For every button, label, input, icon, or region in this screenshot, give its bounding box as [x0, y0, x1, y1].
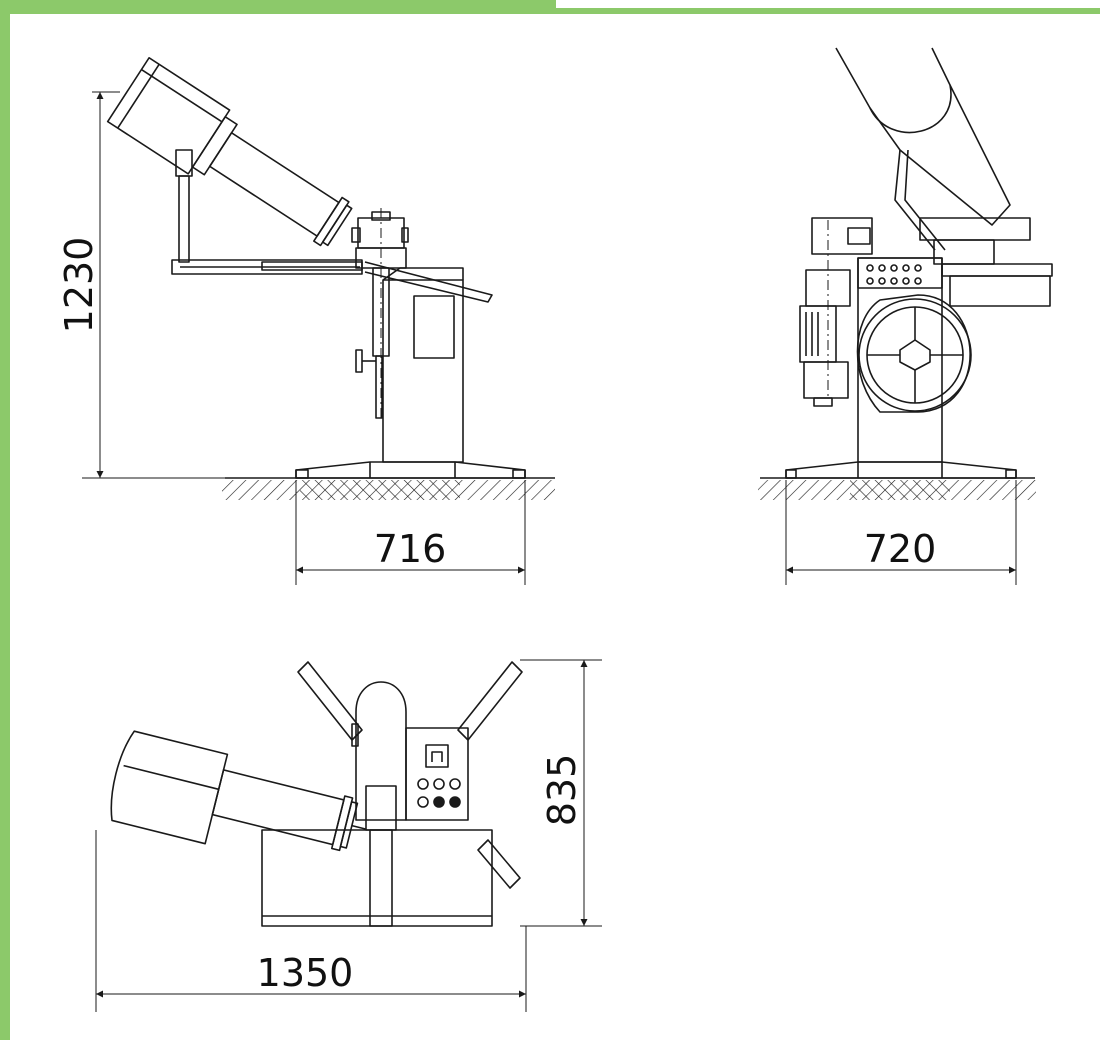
front-view-ground — [758, 477, 1036, 500]
dimension-top-width — [95, 830, 527, 1012]
top-view-legs — [297, 661, 523, 889]
front-view — [758, 47, 1053, 585]
dimension-side-height — [82, 91, 225, 479]
side-view-drum — [106, 57, 353, 247]
side-view — [82, 57, 555, 585]
front-view-base — [785, 461, 1017, 479]
label-716: 716 — [374, 527, 447, 571]
label-1350: 1350 — [257, 951, 354, 995]
top-view-base — [261, 829, 493, 927]
front-view-wheel — [856, 294, 972, 413]
front-view-platform — [919, 217, 1053, 307]
side-view-ground — [222, 477, 555, 500]
front-view-motor — [799, 217, 873, 407]
top-view — [95, 659, 602, 1012]
side-view-support-post — [175, 149, 193, 263]
dimension-top-depth — [520, 659, 602, 927]
dimension-side-width — [295, 480, 526, 585]
side-view-base — [295, 461, 526, 479]
frame-top-tab — [0, 0, 556, 14]
dimension-front-width — [785, 480, 1017, 585]
frame-left-bar — [0, 0, 10, 1040]
label-1230: 1230 — [57, 237, 101, 334]
side-view-head — [351, 208, 409, 420]
label-720: 720 — [864, 527, 937, 571]
frame-top-line — [556, 8, 1100, 14]
front-view-chute — [835, 47, 1011, 251]
label-835: 835 — [540, 754, 584, 827]
top-view-body — [351, 681, 469, 927]
side-view-arm — [171, 259, 493, 303]
top-view-drum — [110, 730, 366, 852]
side-view-column — [382, 267, 464, 463]
